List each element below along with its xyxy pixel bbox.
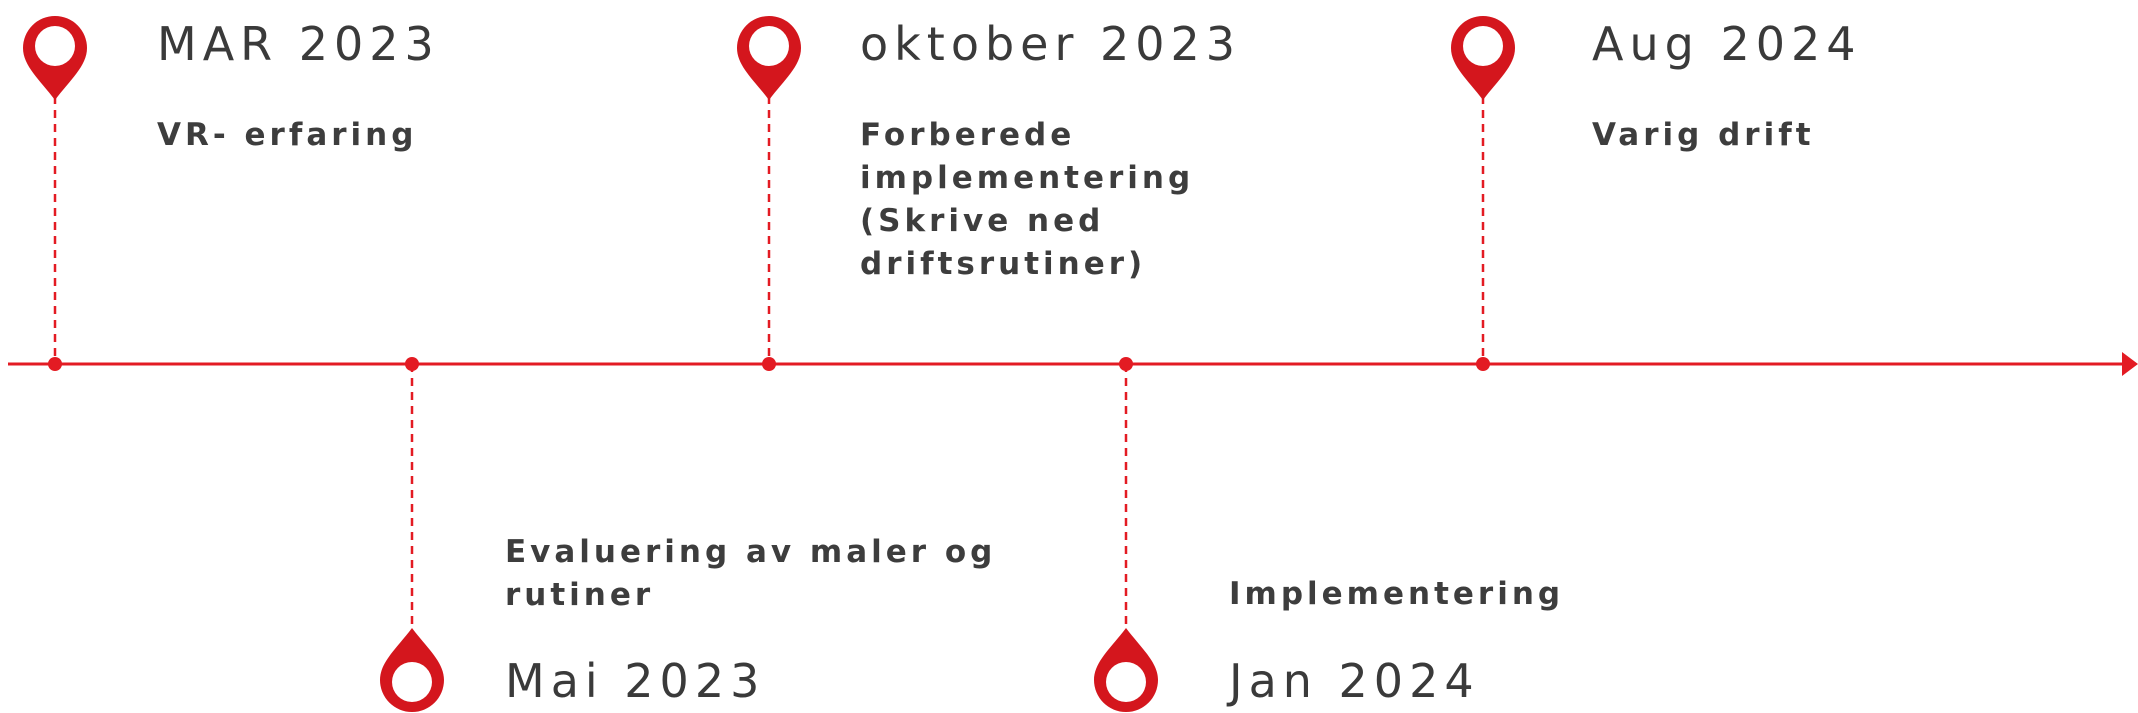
milestone-date: oktober 2023: [860, 17, 1242, 71]
milestone-date: Jan 2024: [1229, 654, 1480, 708]
milestone-description: Implementering: [1229, 576, 1565, 612]
milestone-date: Mai 2023: [505, 654, 766, 708]
milestone-description: Evaluering av maler og rutiner: [505, 534, 997, 613]
milestone-dot: [1119, 357, 1133, 371]
milestone-dot: [405, 357, 419, 371]
milestone-date: MAR 2023: [157, 17, 440, 71]
milestone-dot: [48, 357, 62, 371]
map-pin-icon: [1451, 16, 1515, 100]
milestone-dot: [1476, 357, 1490, 371]
map-pin-icon: [737, 16, 801, 100]
map-pin-icon: [380, 628, 444, 712]
map-pin-icon: [1094, 628, 1158, 712]
map-pin-icon: [23, 16, 87, 100]
timeline-arrowhead-icon: [2122, 352, 2138, 376]
milestone-dot: [762, 357, 776, 371]
milestone-description: VR- erfaring: [157, 117, 418, 153]
milestone-description: Varig drift: [1592, 117, 1815, 153]
milestone-date: Aug 2024: [1592, 17, 1862, 71]
milestone-description: Forberede implementering (Skrive ned dri…: [860, 117, 1195, 282]
